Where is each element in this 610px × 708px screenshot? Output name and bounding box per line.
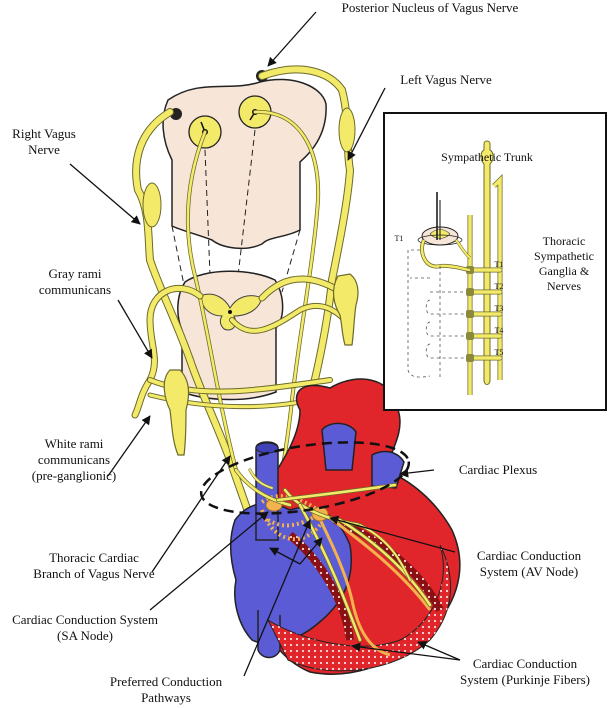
label-purkinje: Cardiac Conduction System (Purkinje Fibe… <box>460 656 590 687</box>
inset-level-label: T3 <box>494 304 504 313</box>
inset-ganglia-label: Thoracic Sympathetic Ganglia & Nerves <box>534 234 594 293</box>
cardiac-plexus-outline <box>199 441 411 515</box>
sympathetic-ganglion-left <box>163 369 190 456</box>
label-thoracic-cardiac-branch: Thoracic Cardiac Branch of Vagus Nerve <box>33 550 155 581</box>
inset-t1-left-label: T1 <box>394 234 404 243</box>
label-right-vagus: Right Vagus Nerve <box>12 126 76 157</box>
upper-spinal-cord <box>162 70 327 293</box>
label-gray-rami: Gray rami communicans <box>38 266 112 297</box>
inset-panel <box>383 112 607 411</box>
leader-lines <box>69 11 461 677</box>
inset-level-label: T5 <box>494 348 504 357</box>
label-sa-node: Cardiac Conduction System (SA Node) <box>12 612 158 643</box>
label-posterior-nucleus: Posterior Nucleus of Vagus Nerve <box>341 0 519 15</box>
inset-level-label: T1 <box>494 260 504 269</box>
label-av-node: Cardiac Conduction System (AV Node) <box>476 548 582 579</box>
label-preferred-pathways: Preferred Conduction Pathways <box>109 674 223 705</box>
heart <box>229 378 461 675</box>
label-white-rami: White rami communicans (pre-ganglionic) <box>31 436 117 483</box>
label-left-vagus: Left Vagus Nerve <box>400 72 492 87</box>
inset-level-label: T4 <box>494 326 504 335</box>
inset-level-label: T2 <box>494 282 504 291</box>
label-cardiac-plexus: Cardiac Plexus <box>458 462 538 477</box>
sympathetic-ganglion-right <box>332 273 359 346</box>
inset-title: Sympathetic Trunk <box>441 150 533 164</box>
